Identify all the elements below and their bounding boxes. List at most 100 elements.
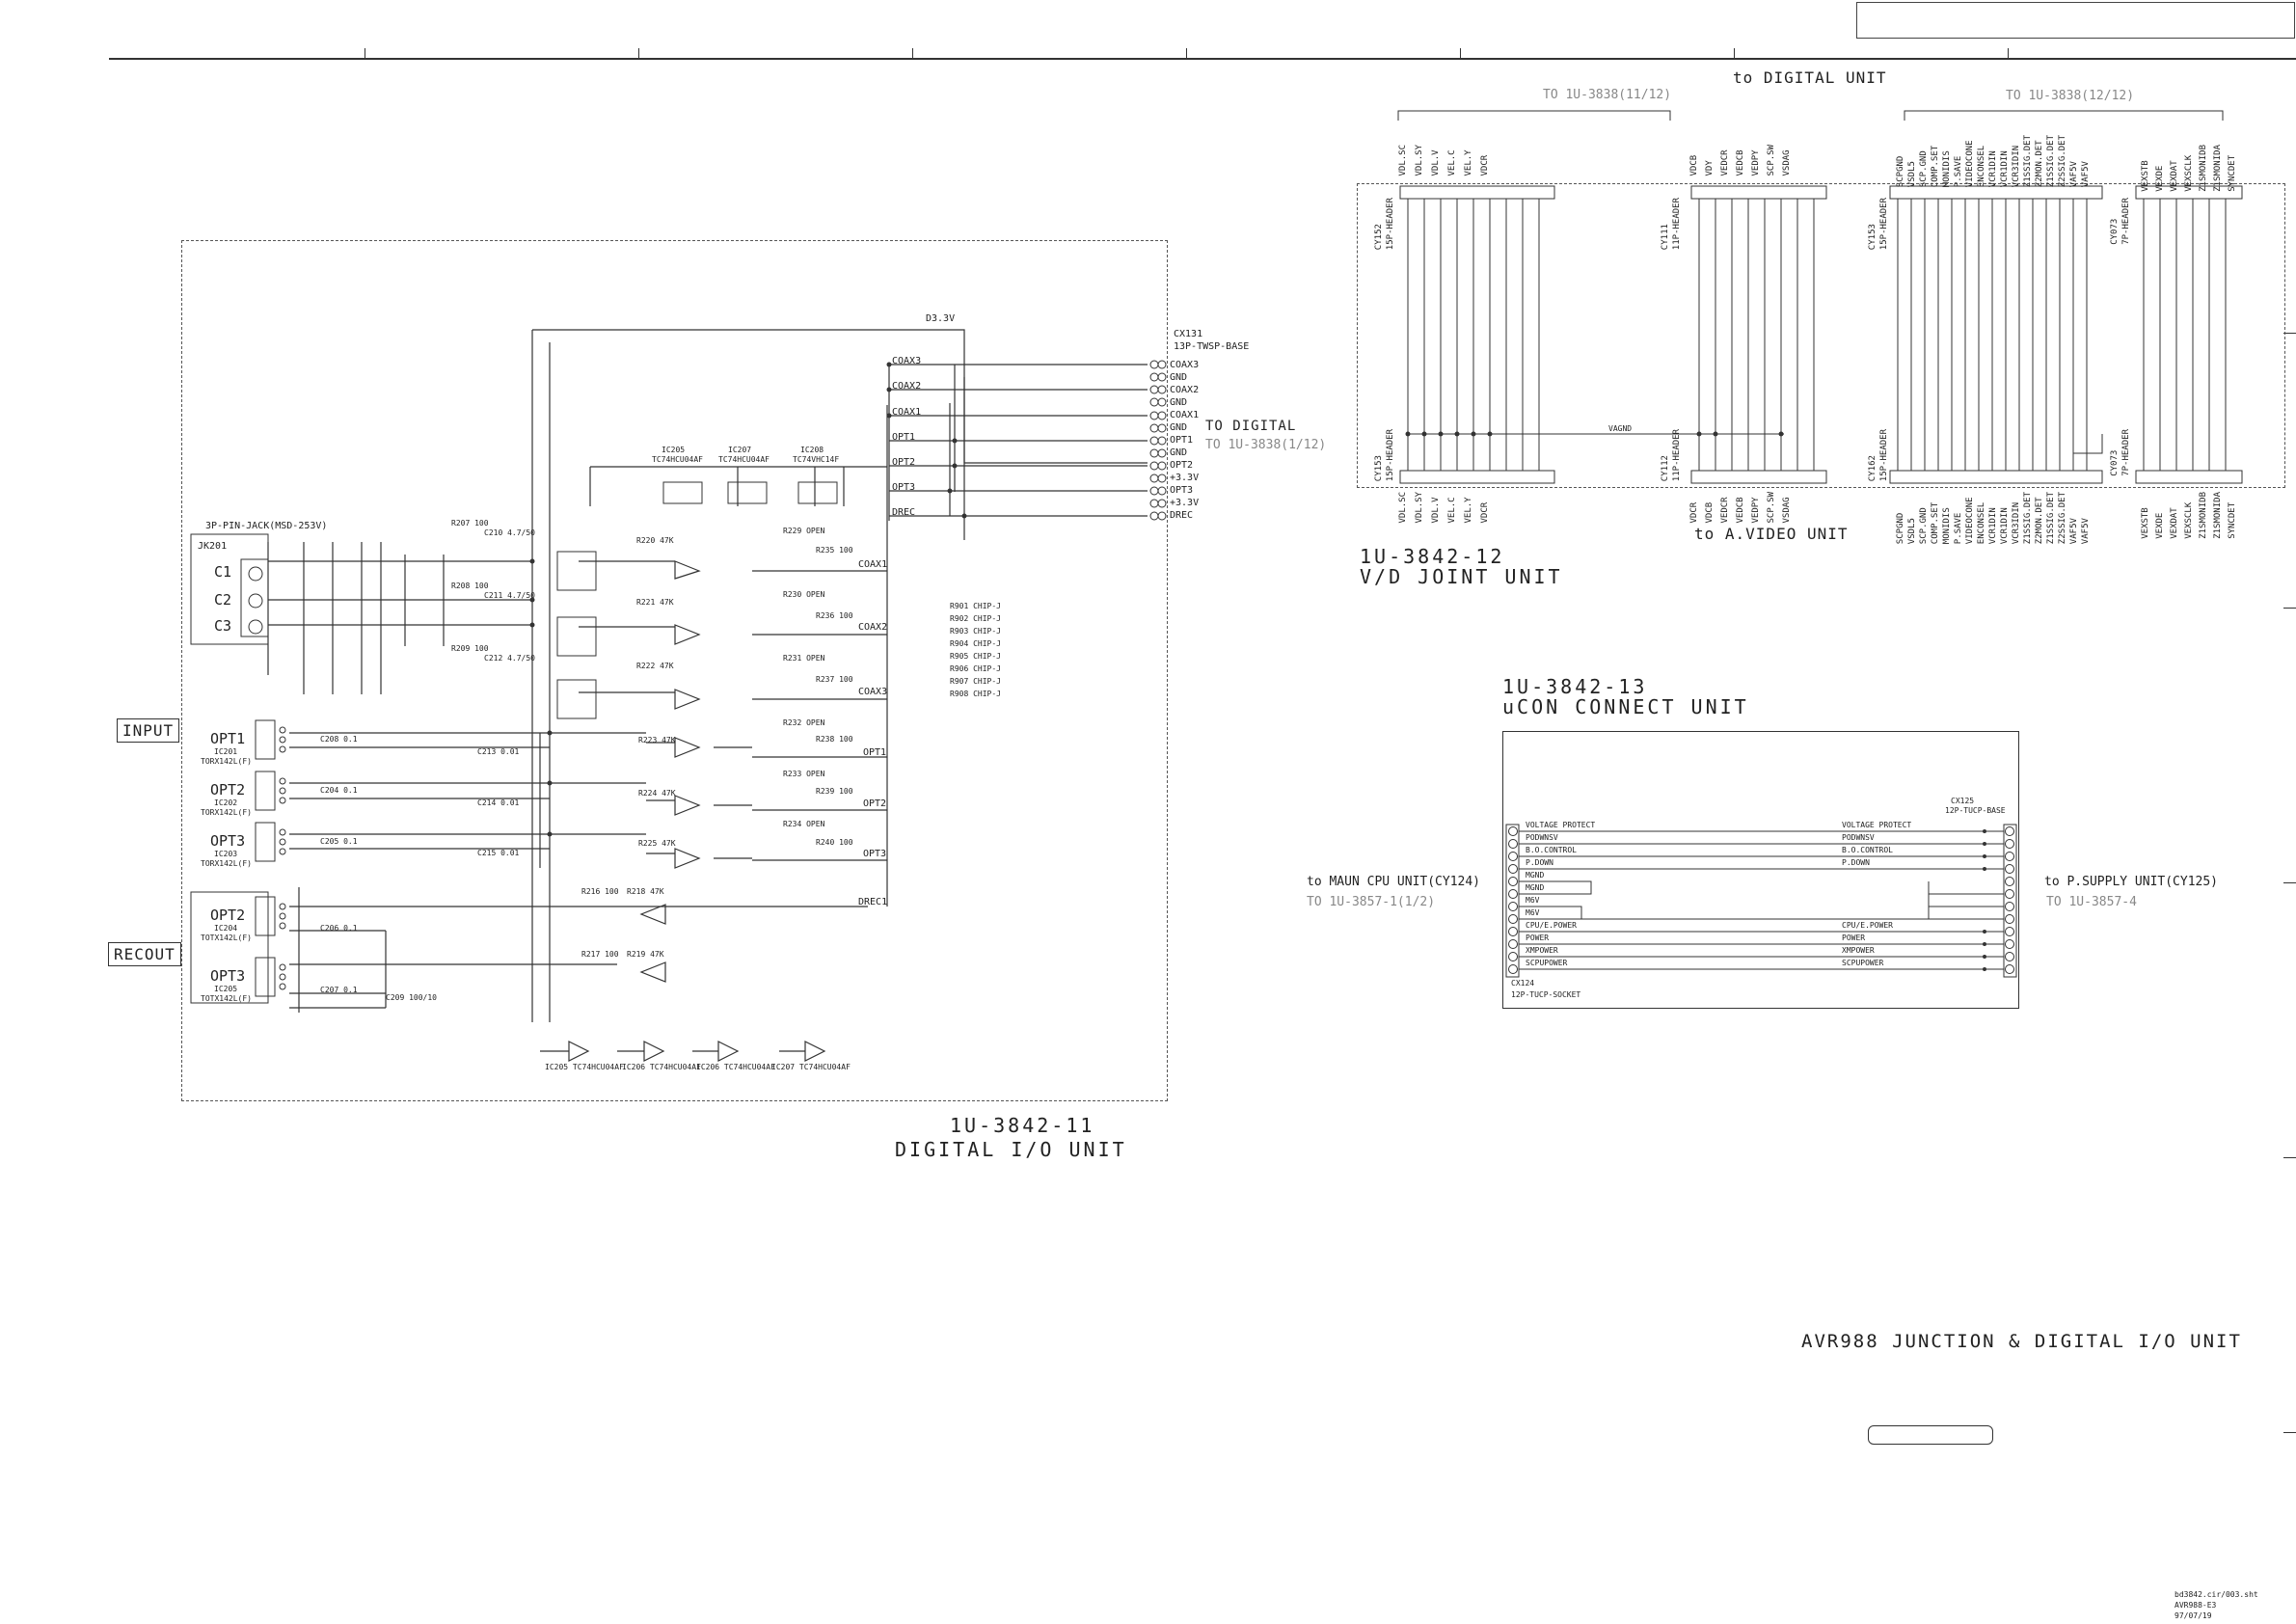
connector-pin: OPT3	[1170, 485, 1194, 496]
border-tick	[2283, 1432, 2296, 1433]
ucon-signal: M6V	[1526, 896, 1540, 905]
opt-input-part: TORX142L(F)	[201, 757, 252, 766]
ucon-right-signal-list: VOLTAGE PROTECT PODWNSV B.O.CONTROL P.DO…	[1842, 819, 1911, 969]
opt-output-label: OPT3	[210, 967, 246, 985]
coax-input-label: C1	[214, 563, 232, 581]
opt-input-part: TORX142L(F)	[201, 859, 252, 868]
output-signal-label: COAX2	[858, 622, 888, 633]
bus-label: OPT3	[892, 482, 916, 493]
component-label: R221 47K	[636, 598, 674, 607]
power-ic-ref: IC207	[728, 446, 752, 454]
opt-output-part: TOTX142L(F)	[201, 934, 252, 942]
power-ic-ref: IC208	[800, 446, 824, 454]
component-label: C213 0.01	[477, 747, 520, 756]
vd-joint-part-number: 1U-3842-12	[1360, 545, 1505, 568]
chip-jumper: R904 CHIP-J	[950, 639, 1001, 648]
coax-input-label: C3	[214, 617, 232, 635]
opt-input-ic: IC203	[214, 850, 238, 858]
component-label: R232 OPEN	[783, 718, 825, 727]
ucon-signal: SCPUPOWER	[1526, 959, 1568, 967]
ucon-right-ref: TO 1U-3857-4	[2046, 895, 2137, 909]
supply-label: D3.3V	[926, 313, 956, 324]
component-label: R223 47K	[638, 736, 676, 744]
bus-label: OPT2	[892, 457, 916, 468]
ucon-bottom-connector-type: 12P-TUCP-SOCKET	[1511, 990, 1581, 999]
component-label: R229 OPEN	[783, 527, 825, 535]
power-ic-part: TC74HCU04AF	[718, 455, 770, 464]
to-digital-ref: TO 1U-3838(1/12)	[1205, 438, 1327, 452]
ucon-signal: POWER	[1842, 934, 1866, 942]
output-signal-label: OPT1	[863, 747, 887, 758]
vd-right-ref: TO 1U-3838(12/12)	[2006, 89, 2135, 103]
border-tick	[2283, 1157, 2296, 1158]
component-label: C205 0.1	[320, 837, 358, 846]
ucon-top-connector: CX125	[1951, 797, 1975, 805]
spare-gate-label: IC206 TC74HCU04AF	[622, 1063, 701, 1071]
ucon-signal	[1842, 881, 1911, 894]
jack-ref: JK201	[198, 541, 228, 552]
recout-label: RECOUT	[108, 942, 181, 966]
to-digital-label: TO DIGITAL	[1205, 419, 1297, 434]
connector-pin: +3.3V	[1170, 473, 1200, 483]
vd-joint-unit-name: V/D JOINT UNIT	[1360, 565, 1563, 588]
ucon-right-destination: to P.SUPPLY UNIT(CY125)	[2044, 875, 2219, 889]
chip-jumper: R907 CHIP-J	[950, 677, 1001, 686]
input-label: INPUT	[117, 718, 180, 743]
component-label: C208 0.1	[320, 735, 358, 744]
chip-jumper: R906 CHIP-J	[950, 664, 1001, 673]
bus-label: COAX1	[892, 407, 922, 418]
ucon-signal: B.O.CONTROL	[1526, 846, 1577, 854]
ucon-signal	[1842, 894, 1911, 907]
ucon-signal: P.DOWN	[1842, 858, 1870, 867]
component-label: R225 47K	[638, 839, 676, 848]
title-block	[1856, 2, 2295, 39]
power-ic-part: TC74HCU04AF	[652, 455, 703, 464]
component-label: R235 100	[816, 546, 853, 555]
opt-input-ic: IC201	[214, 747, 238, 756]
border-tick	[2008, 48, 2009, 59]
component-label: C210 4.7/50	[484, 528, 535, 537]
border-tick	[638, 48, 639, 59]
component-label: R236 100	[816, 611, 853, 620]
ucon-part-number: 1U-3842-13	[1502, 675, 1648, 698]
chip-jumper: R908 CHIP-J	[950, 690, 1001, 698]
file-reference: bd3842.cir/003.sht AVR988-E3 97/07/19	[2174, 1589, 2258, 1621]
component-label: R207 100	[451, 519, 489, 528]
component-label: C207 0.1	[320, 986, 358, 994]
vd-joint-unit-boundary	[1357, 183, 2285, 488]
component-label: C214 0.01	[477, 798, 520, 807]
jack-label: 3P-PIN-JACK(MSD-253V)	[205, 521, 328, 531]
border-tick	[2283, 333, 2296, 334]
connector-pin: OPT2	[1170, 460, 1194, 471]
digital-io-unit-boundary	[181, 240, 1168, 1101]
component-label: R238 100	[816, 735, 853, 744]
ucon-signal: VOLTAGE PROTECT	[1842, 821, 1912, 829]
opt-output-ic: IC204	[214, 924, 238, 933]
output-signal-label: OPT2	[863, 798, 887, 809]
spare-gate-label: IC207 TC74HCU04AF	[771, 1063, 851, 1071]
digital-io-part-number: 1U-3842-11	[950, 1114, 1095, 1137]
component-label: R208 100	[451, 582, 489, 590]
bus-label: COAX2	[892, 381, 922, 392]
ucon-signal: M6V	[1526, 908, 1540, 917]
opt-output-label: OPT2	[210, 907, 246, 924]
power-ic-ref: IC205	[662, 446, 686, 454]
bus-label: COAX3	[892, 356, 922, 366]
component-label: C211 4.7/50	[484, 591, 535, 600]
opt-input-label: OPT2	[210, 781, 246, 798]
output-signal-label: COAX1	[858, 559, 888, 570]
connector-pin-list: COAX3 GND COAX2 GND COAX1 GND OPT1 GND O…	[1170, 359, 1199, 522]
ucon-signal: MGND	[1526, 883, 1545, 892]
bus-label: DREC	[892, 507, 916, 518]
connector-pin: GND	[1170, 447, 1188, 458]
component-label: R222 47K	[636, 662, 674, 670]
opt-output-part: TOTX142L(F)	[201, 994, 252, 1003]
opt-input-label: OPT1	[210, 730, 246, 747]
opt-input-part: TORX142L(F)	[201, 808, 252, 817]
ucon-signal: SCPUPOWER	[1842, 959, 1884, 967]
ucon-signal: MGND	[1526, 871, 1545, 880]
component-label: R218 47K	[627, 887, 664, 896]
chip-jumper: R902 CHIP-J	[950, 614, 1001, 623]
chip-jumper: R905 CHIP-J	[950, 652, 1001, 661]
